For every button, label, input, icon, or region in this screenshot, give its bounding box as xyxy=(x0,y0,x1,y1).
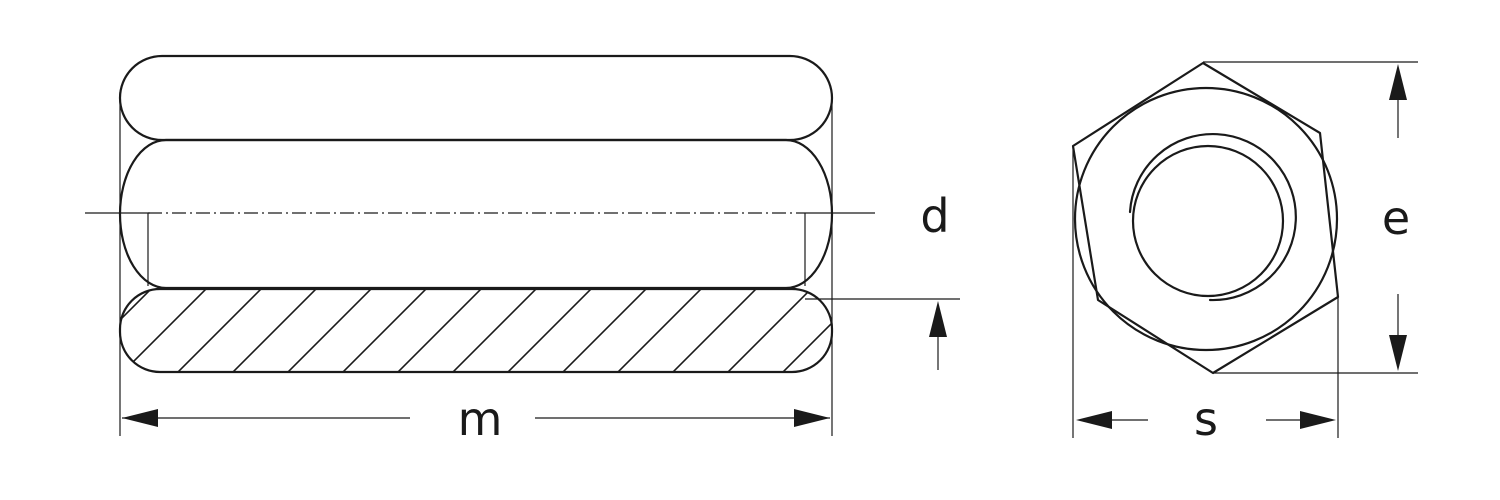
e-label: e xyxy=(1382,191,1410,245)
top-flat xyxy=(118,54,834,142)
chamfer-circle xyxy=(1073,86,1339,352)
middle-flat xyxy=(118,138,834,290)
thread-bore-outline xyxy=(147,213,806,286)
m-arrowhead-right xyxy=(794,409,830,427)
section-flat xyxy=(118,287,834,374)
s-arrowhead-right xyxy=(1300,411,1336,429)
end-view: e s xyxy=(1071,61,1418,446)
thread-arc xyxy=(1128,132,1297,302)
s-label: s xyxy=(1194,392,1218,446)
m-arrowhead-left xyxy=(122,409,158,427)
bore-circle xyxy=(1131,144,1285,298)
d-label: d xyxy=(920,189,949,243)
d-arrowhead xyxy=(929,301,947,337)
section-hatching xyxy=(120,289,832,372)
e-arrowhead-bottom xyxy=(1389,335,1407,371)
hexagon-outline xyxy=(1071,61,1340,375)
s-arrowhead-left xyxy=(1076,411,1112,429)
m-label: m xyxy=(458,392,503,446)
side-view: d m xyxy=(85,54,960,446)
e-arrowhead-top xyxy=(1389,64,1407,100)
